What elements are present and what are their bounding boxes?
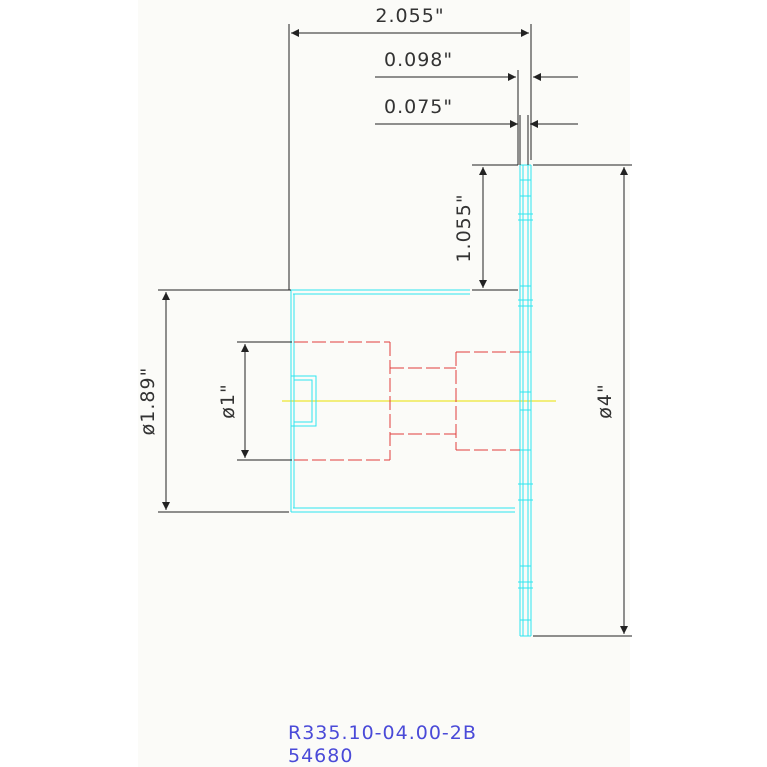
- dimension-hub-offset: 1.055": [453, 164, 518, 291]
- hidden-lines: [294, 341, 520, 461]
- thickness-outer-label: 0.098": [384, 49, 453, 71]
- dimension-thickness-outer: 0.098": [375, 49, 578, 165]
- thickness-inner-label: 0.075": [384, 96, 453, 118]
- dimension-overall-width: 2.055": [288, 5, 532, 290]
- dimension-bore-diameter: ø1": [217, 341, 292, 461]
- dimension-outer-diameter: ø4": [533, 164, 632, 637]
- dimension-hub-diameter: ø1.89": [137, 289, 291, 513]
- bore-diameter-label: ø1": [217, 383, 239, 418]
- part-number: R335.10-04.00-2B: [288, 722, 477, 744]
- blade-outline: [518, 164, 533, 637]
- drawing-sheet: [138, 0, 630, 767]
- hub-offset-label: 1.055": [453, 193, 475, 262]
- dimension-thickness-inner: 0.075": [375, 96, 578, 165]
- hub-outline: [290, 289, 515, 513]
- outer-diameter-label: ø4": [594, 383, 616, 418]
- part-code: 54680: [288, 745, 353, 767]
- hub-diameter-label: ø1.89": [137, 367, 159, 436]
- overall-width-label: 2.055": [375, 5, 444, 27]
